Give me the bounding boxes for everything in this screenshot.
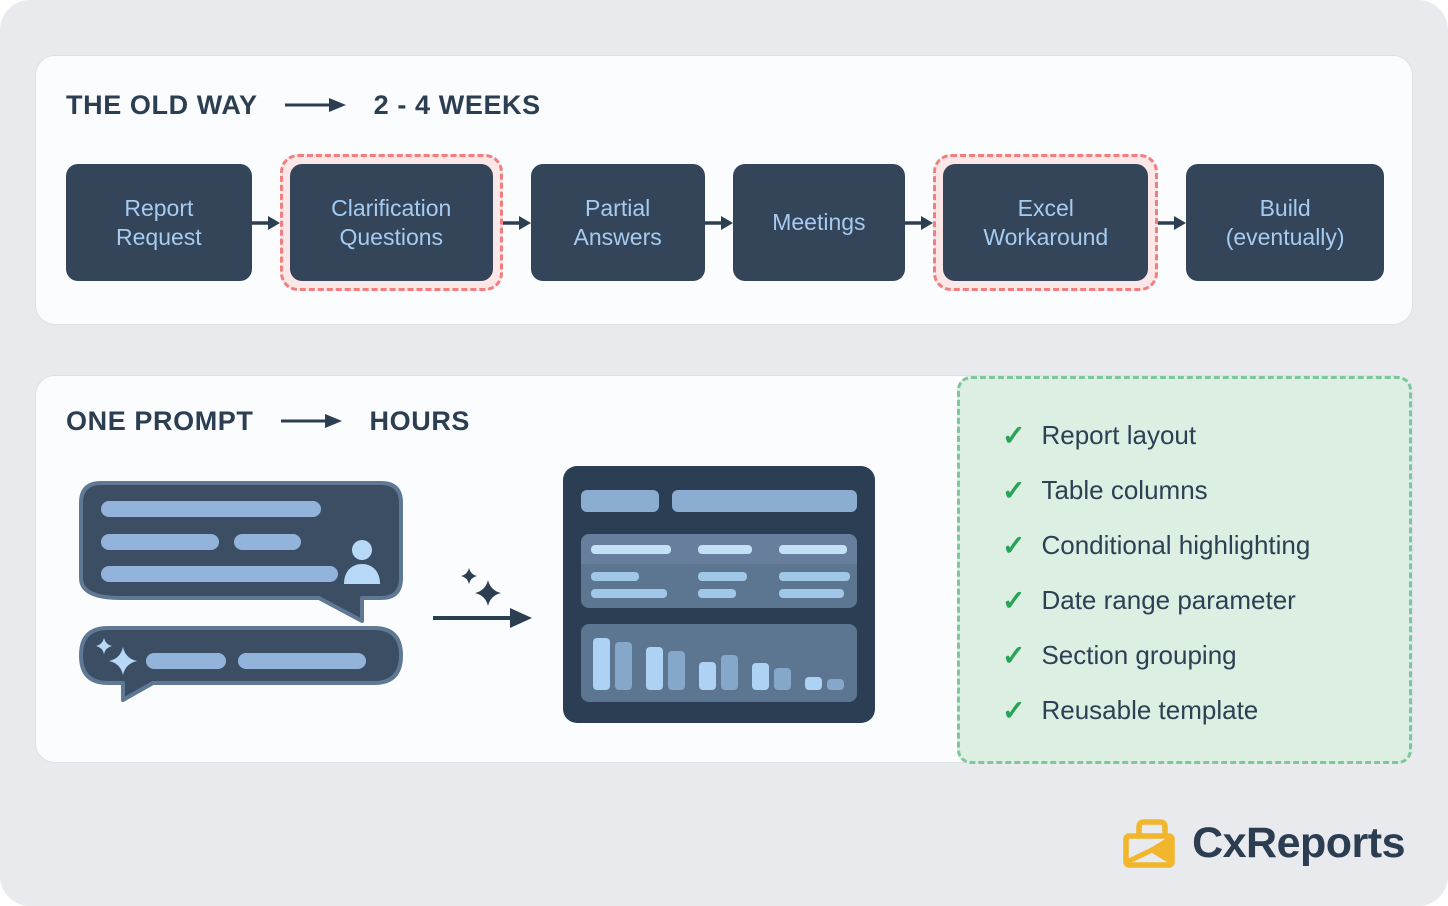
- long-arrow-icon: [284, 98, 346, 112]
- chat-text-bar: [101, 534, 219, 550]
- flow-arrow-icon: [251, 215, 280, 230]
- one-prompt-panel: ONE PROMPT HOURS: [35, 375, 1413, 764]
- chat-text-bar: [101, 566, 338, 582]
- check-icon: ✓: [1002, 695, 1026, 726]
- ai-transform-arrow: [433, 568, 532, 628]
- table-row: [591, 589, 847, 598]
- check-icon: ✓: [1002, 475, 1026, 506]
- chat-bubble-large: [79, 481, 403, 623]
- mini-bar: [668, 651, 685, 690]
- chat-text-bar: [238, 653, 366, 669]
- mini-bar: [615, 642, 632, 690]
- report-table: [581, 534, 857, 608]
- arrowhead: [510, 608, 532, 628]
- report-table-header: [581, 534, 857, 564]
- table-cell-bar: [779, 572, 850, 581]
- table-cell-bar: [698, 572, 747, 581]
- envelope-icon: [1123, 819, 1175, 868]
- checklist-label: Reusable template: [1041, 695, 1259, 725]
- table-cell-bar: [591, 572, 639, 581]
- chat-text-bar: [101, 501, 321, 517]
- check-icon: ✓: [1002, 640, 1026, 671]
- table-header-bar: [591, 544, 671, 554]
- flow-step-highlight-excel: Excel Workaround: [933, 154, 1159, 291]
- checklist-label: Section grouping: [1041, 640, 1237, 670]
- checklist-item: ✓ Conditional highlighting: [1002, 518, 1389, 573]
- flow-arrow-icon: [704, 215, 733, 230]
- mini-bar: [805, 677, 822, 690]
- flow-arrow-icon: [502, 215, 531, 230]
- one-prompt-title: ONE PROMPT: [66, 405, 254, 436]
- chat-text-bar: [234, 534, 301, 550]
- flow-step-label: Report Request: [116, 194, 202, 250]
- checklist-item: ✓ Table columns: [1002, 463, 1389, 518]
- table-header-bar: [698, 544, 752, 554]
- report-bar: [581, 490, 659, 512]
- flow-step-clarification-questions: Clarification Questions: [289, 164, 493, 281]
- mini-bar: [699, 662, 716, 690]
- table-row: [591, 572, 850, 581]
- chat-bubbles-illustration: [79, 481, 403, 702]
- flow-step-label: Clarification Questions: [331, 194, 452, 250]
- checklist-label: Report layout: [1041, 420, 1197, 450]
- check-icon: ✓: [1002, 530, 1026, 561]
- sparkles-icon: [96, 638, 137, 675]
- one-prompt-header: ONE PROMPT HOURS: [66, 404, 470, 438]
- flow-step-report-request: Report Request: [66, 164, 252, 281]
- chat-text-bar: [146, 653, 226, 669]
- flow-step-highlight-clarification: Clarification Questions: [279, 154, 503, 291]
- flow-step-label: Excel Workaround: [983, 194, 1109, 250]
- table-cell-bar: [591, 589, 667, 598]
- long-arrow-icon: [280, 414, 342, 428]
- brand-logo: CxReports: [1123, 816, 1405, 870]
- flow-step-meetings: Meetings: [732, 164, 906, 281]
- mini-bar: [646, 647, 663, 690]
- table-header-bar: [779, 544, 847, 554]
- mini-bar: [827, 679, 844, 690]
- table-cell-bar: [779, 589, 844, 598]
- checklist-panel: ✓ Report layout ✓ Table columns ✓ Condit…: [957, 376, 1412, 764]
- flow-step-label: Partial Answers: [573, 194, 662, 250]
- old-way-flow: Report Request Clarification Questions P…: [66, 154, 1384, 291]
- brand-name: CxReports: [1192, 818, 1405, 867]
- flow-step-label: Build (eventually): [1225, 194, 1345, 250]
- report-title-bars: [581, 490, 857, 512]
- sparkles-icon: [461, 568, 501, 606]
- checklist-item: ✓ Section grouping: [1002, 628, 1389, 683]
- checklist-item: ✓ Date range parameter: [1002, 573, 1389, 628]
- mini-bar-chart: [581, 624, 857, 702]
- table-cell-bar: [698, 589, 736, 598]
- flow-step-build-eventually: Build (eventually): [1186, 164, 1384, 281]
- report-table-body: [581, 564, 857, 608]
- old-way-title: THE OLD WAY: [66, 89, 258, 120]
- checklist-label: Date range parameter: [1041, 585, 1296, 615]
- mini-bar: [752, 663, 769, 690]
- report-illustration: [563, 466, 875, 723]
- mini-bar: [593, 638, 610, 690]
- report-bar: [672, 490, 857, 512]
- mini-bar: [721, 655, 738, 690]
- checklist-label: Conditional highlighting: [1041, 530, 1311, 560]
- flow-arrow-icon: [1158, 215, 1187, 230]
- flow-step-label: Meetings: [772, 209, 866, 235]
- flow-step-excel-workaround: Excel Workaround: [943, 164, 1149, 281]
- flow-arrow-icon: [905, 215, 934, 230]
- checklist-label: Table columns: [1041, 475, 1208, 505]
- old-way-panel: THE OLD WAY 2 - 4 WEEKS Report Request C…: [35, 55, 1413, 325]
- checklist-item: ✓ Reusable template: [1002, 683, 1389, 738]
- one-prompt-duration: HOURS: [369, 405, 471, 436]
- old-way-header: THE OLD WAY 2 - 4 WEEKS: [66, 88, 1384, 122]
- mini-bar: [774, 668, 791, 690]
- check-icon: ✓: [1002, 585, 1026, 616]
- user-icon: [344, 540, 380, 584]
- flow-step-partial-answers: Partial Answers: [530, 164, 705, 281]
- checklist-item: ✓ Report layout: [1002, 408, 1389, 463]
- old-way-duration: 2 - 4 WEEKS: [373, 89, 541, 120]
- check-icon: ✓: [1002, 420, 1026, 451]
